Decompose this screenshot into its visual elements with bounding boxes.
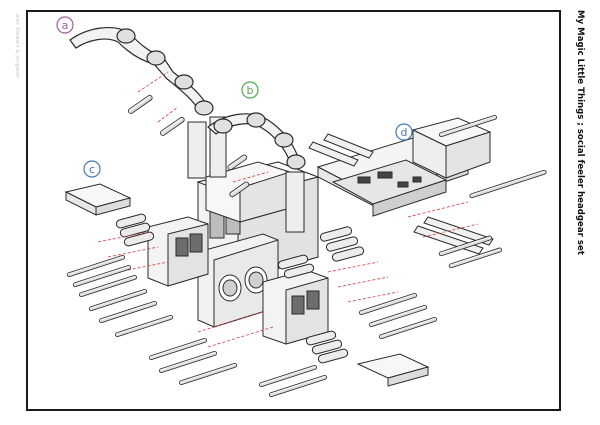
label-b-text: b bbox=[247, 84, 254, 97]
leader-lines bbox=[97, 71, 479, 348]
label-a: a bbox=[56, 16, 74, 34]
battery-shell bbox=[205, 161, 291, 223]
circuit-board bbox=[331, 159, 448, 217]
middle-roller-stack bbox=[277, 226, 365, 279]
label-c: c bbox=[83, 160, 101, 178]
label-a-text: a bbox=[62, 19, 69, 32]
label-b: b bbox=[241, 81, 259, 99]
tray-c bbox=[64, 183, 132, 216]
lower-roller-stack bbox=[305, 330, 349, 364]
arm-b-post bbox=[285, 171, 305, 233]
feeler-arm-b bbox=[207, 112, 306, 170]
label-c-text: c bbox=[89, 163, 95, 176]
label-d: d bbox=[395, 123, 413, 141]
left-roller-stack bbox=[115, 213, 155, 247]
exploded-assembly-drawing: a b c d bbox=[56, 16, 547, 398]
tray-bottom bbox=[356, 353, 430, 387]
figure-title: My Magic Little Things ; social feeler h… bbox=[575, 10, 585, 255]
feeler-arm-a bbox=[69, 27, 214, 116]
speaker-block bbox=[197, 233, 279, 328]
credit-text: alec Stewart & jongwon bbox=[14, 14, 20, 78]
left-module bbox=[147, 216, 209, 287]
loose-pins bbox=[66, 94, 547, 398]
label-d-text: d bbox=[401, 126, 408, 139]
lower-module bbox=[262, 269, 329, 345]
